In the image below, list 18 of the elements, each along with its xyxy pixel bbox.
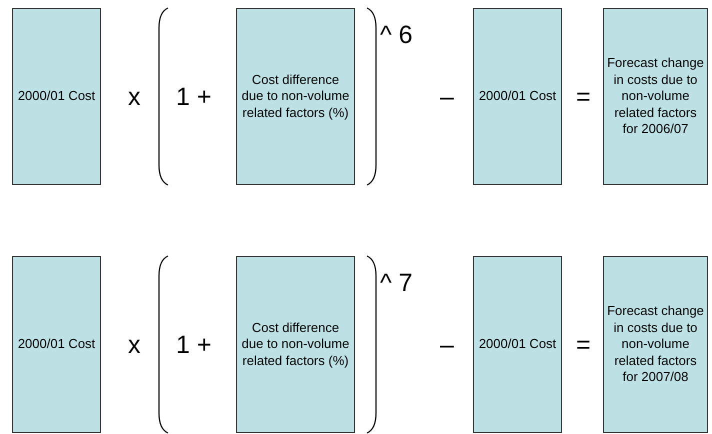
term-box: 2000/01 Cost (12, 256, 101, 433)
term-box: Cost difference due to non-volume related factors (%) (236, 8, 355, 185)
term-box: Cost difference due to non-volume related factors (%) (236, 256, 355, 433)
term-box: 2000/01 Cost (12, 8, 101, 185)
math-operator: x (128, 330, 140, 360)
math-operator: x (128, 82, 140, 112)
math-operator: = (576, 330, 591, 360)
math-operator: 1 + (176, 330, 212, 360)
term-box: 2000/01 Cost (473, 256, 562, 433)
math-operator: ^ 7 (380, 268, 413, 298)
math-operator: = (576, 82, 591, 112)
math-operator: – (440, 330, 454, 360)
term-box: Forecast change in costs due to non-volume related factors for 2007/08 (603, 256, 708, 433)
math-operator: ^ 6 (380, 20, 413, 50)
term-box: Forecast change in costs due to non-volume related factors for 2006/07 (603, 8, 708, 185)
math-operator: – (440, 82, 454, 112)
term-box: 2000/01 Cost (473, 8, 562, 185)
math-operator: 1 + (176, 82, 212, 112)
